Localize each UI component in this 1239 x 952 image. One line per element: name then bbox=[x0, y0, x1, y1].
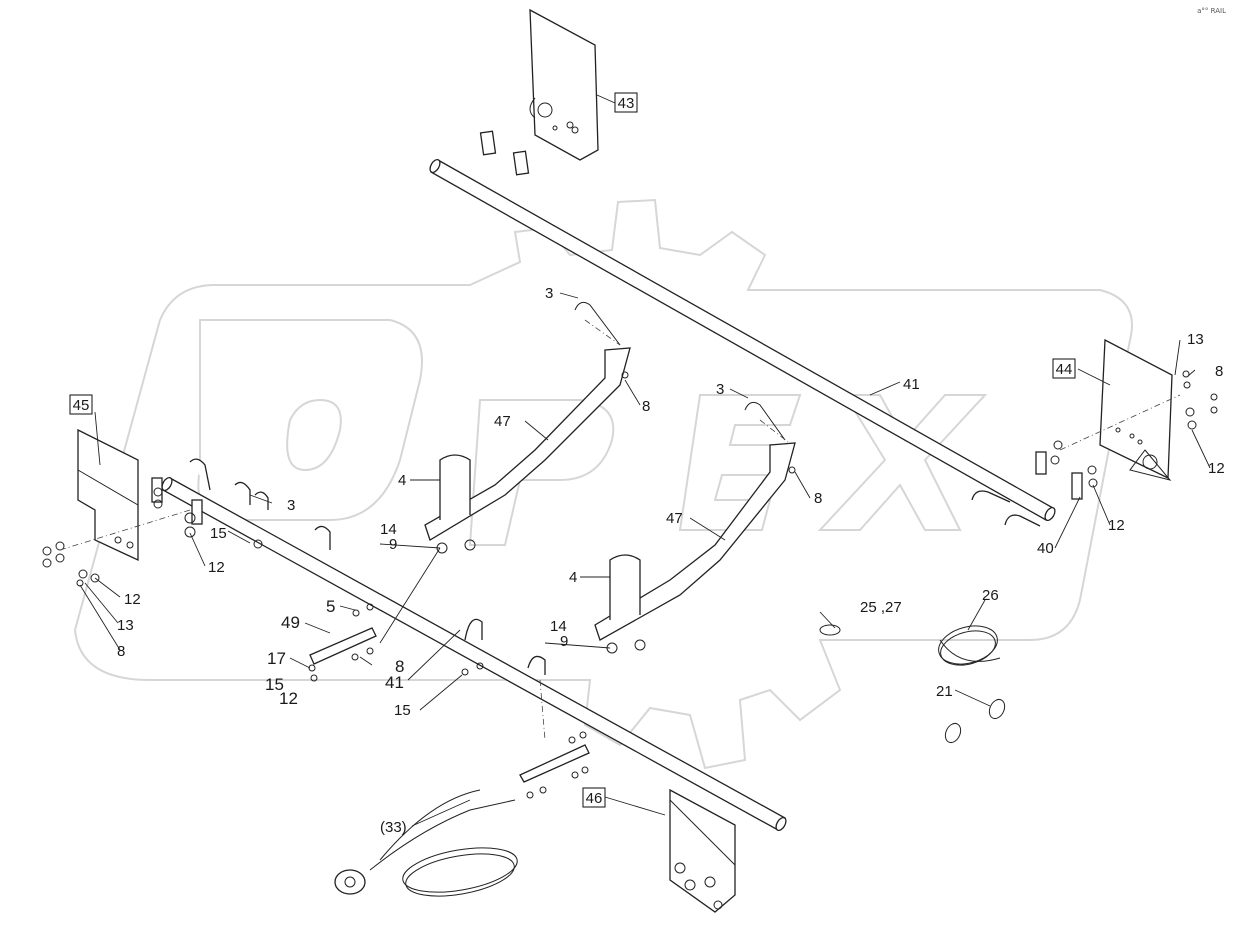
leader-lines bbox=[79, 94, 1211, 827]
callout-43: 43 bbox=[614, 92, 638, 113]
callout-21: 21 bbox=[936, 683, 953, 700]
svg-text:46: 46 bbox=[586, 790, 603, 807]
callout-3b: 3 bbox=[716, 381, 724, 398]
callout-33: (33) bbox=[380, 819, 407, 836]
callout-46: 46 bbox=[582, 787, 606, 808]
callout-47b: 47 bbox=[666, 510, 683, 527]
bracket-49 bbox=[308, 603, 590, 799]
callout-12b: 12 bbox=[124, 591, 141, 608]
callout-26: 26 bbox=[982, 587, 999, 604]
plate-45 bbox=[42, 428, 331, 587]
callout-12d: 12 bbox=[1208, 460, 1225, 477]
svg-text:45: 45 bbox=[73, 397, 90, 414]
brace-47-right bbox=[594, 401, 796, 654]
callout-4a: 4 bbox=[398, 472, 406, 489]
plate-44 bbox=[971, 338, 1218, 527]
callout-41a: 41 bbox=[903, 376, 920, 393]
svg-text:43: 43 bbox=[618, 95, 635, 112]
opex-watermark: a°° RAIL bbox=[73, 7, 1226, 770]
lower-long-bar bbox=[161, 476, 787, 832]
callout-44: 44 bbox=[1052, 358, 1076, 379]
callout-9b: 9 bbox=[560, 633, 568, 650]
callout-12a: 12 bbox=[208, 559, 225, 576]
callout-40: 40 bbox=[1037, 540, 1054, 557]
callout-8c: 8 bbox=[1215, 363, 1223, 380]
washer-stack-45 bbox=[42, 487, 196, 587]
callout-8b: 8 bbox=[814, 490, 822, 507]
callout-14b: 14 bbox=[550, 618, 567, 635]
callout-5: 5 bbox=[326, 597, 335, 616]
callout-12c: 12 bbox=[1108, 517, 1125, 534]
svg-text:44: 44 bbox=[1056, 361, 1073, 378]
callout-49: 49 bbox=[281, 613, 300, 632]
brace-47-left bbox=[424, 301, 631, 554]
plate-46 bbox=[669, 788, 736, 913]
corner-mark: a°° RAIL bbox=[1197, 7, 1226, 15]
washer-stack-44 bbox=[1050, 370, 1218, 488]
callout-45: 45 bbox=[69, 394, 93, 415]
callout-15c: 15 bbox=[265, 675, 284, 694]
callout-3c: 3 bbox=[287, 497, 295, 514]
callout-8e: 8 bbox=[117, 643, 125, 660]
callout-13a: 13 bbox=[1187, 331, 1204, 348]
callout-15a: 15 bbox=[210, 525, 227, 542]
callout-labels: 3 3 3 4 4 5 8 8 8 8 8 9 9 12 12 12 12 12… bbox=[117, 285, 1225, 836]
callout-47a: 47 bbox=[494, 413, 511, 430]
coil-parts bbox=[819, 624, 1006, 744]
callout-4b: 4 bbox=[569, 569, 577, 586]
upper-long-bar bbox=[429, 158, 1056, 522]
cable-harness-33 bbox=[334, 789, 518, 897]
callout-3a: 3 bbox=[545, 285, 553, 302]
callout-8d: 8 bbox=[395, 657, 404, 676]
callout-17: 17 bbox=[267, 649, 286, 668]
callout-15b: 15 bbox=[394, 702, 411, 719]
plate-43 bbox=[479, 8, 599, 176]
callout-13b: 13 bbox=[117, 617, 134, 634]
assembly-lines bbox=[59, 319, 1181, 741]
callout-8a: 8 bbox=[642, 398, 650, 415]
callout-9a: 9 bbox=[389, 536, 397, 553]
callout-12e: 12 bbox=[279, 689, 298, 708]
callout-25-27: 25 ,27 bbox=[860, 599, 902, 616]
callout-14a: 14 bbox=[380, 521, 397, 538]
callout-41b: 41 bbox=[385, 673, 404, 692]
